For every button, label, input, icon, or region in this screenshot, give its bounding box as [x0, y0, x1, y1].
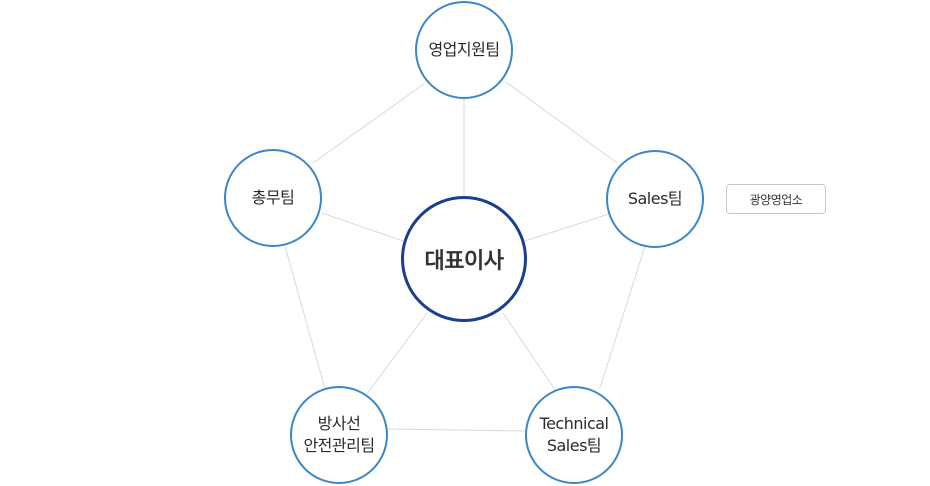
- node-radiation-safety-team[interactable]: 방사선 안전관리팀: [290, 386, 388, 484]
- edge-support-general: [312, 83, 425, 164]
- branch-office-gwangyang-label: 광양영업소: [749, 192, 803, 207]
- node-technical-sales-team-label-line1: Technical: [539, 414, 609, 433]
- node-technical-sales-team[interactable]: Technical Sales팀: [525, 386, 623, 484]
- node-technical-sales-team-label-line2: Sales팀: [546, 436, 602, 455]
- spoke-radiation-safety: [366, 312, 428, 395]
- node-sales-team[interactable]: Sales팀: [606, 150, 704, 248]
- edge-sales-technical: [599, 245, 646, 389]
- node-radiation-safety-team-label-line1: 방사선: [317, 414, 361, 433]
- node-radiation-safety-team-label-line2: 안전관리팀: [303, 436, 375, 455]
- spoke-technical-sales: [502, 312, 557, 392]
- node-general-affairs-team-label: 총무팀: [251, 188, 295, 207]
- node-ceo[interactable]: 대표이사: [401, 196, 527, 322]
- edge-radiation-technical: [387, 428, 527, 432]
- node-sales-support-team-label: 영업지원팀: [428, 40, 500, 59]
- edge-support-sales: [505, 81, 618, 164]
- edge-general-radiation: [284, 245, 326, 390]
- node-sales-support-team[interactable]: 영업지원팀: [415, 1, 513, 99]
- node-sales-team-label: Sales팀: [627, 189, 683, 208]
- spoke-general-affairs: [321, 212, 404, 242]
- node-general-affairs-team[interactable]: 총무팀: [224, 149, 322, 247]
- node-ceo-label: 대표이사: [424, 249, 504, 274]
- branch-office-gwangyang[interactable]: 광양영업소: [726, 184, 826, 214]
- spoke-sales: [524, 213, 610, 242]
